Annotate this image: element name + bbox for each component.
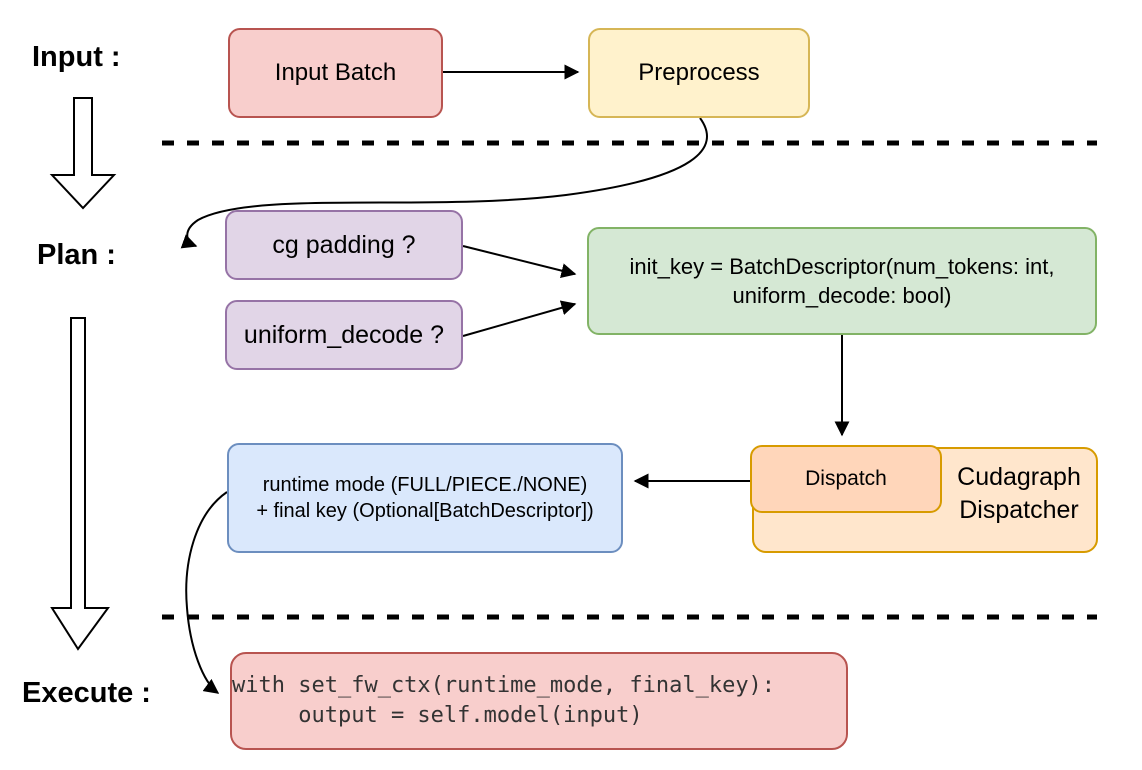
execute-code-line1: with set_fw_ctx(runtime_mode, final_key)…	[232, 673, 776, 698]
stage-label-input: Input :	[32, 41, 121, 73]
connector-uniform-decode-to-init-key	[462, 300, 577, 337]
node-preprocess-label: Preprocess	[638, 59, 760, 87]
node-uniform-decode: uniform_decode ?	[225, 300, 463, 370]
node-execute-code: with set_fw_ctx(runtime_mode, final_key)…	[230, 652, 848, 750]
node-init-key: init_key = BatchDescriptor(num_tokens: i…	[587, 227, 1097, 335]
node-runtime-mode-line2: + final key (Optional[BatchDescriptor])	[256, 500, 594, 522]
node-input-batch-label: Input Batch	[274, 59, 397, 87]
stage-arrow-plan-to-execute	[50, 317, 110, 651]
node-cudagraph-dispatcher-label: Cudagraph Dispatcher	[940, 461, 1098, 526]
node-cg-padding-label: cg padding ?	[272, 230, 416, 259]
cudagraph-label-line2: Dispatcher	[959, 495, 1079, 524]
node-input-batch: Input Batch	[228, 28, 443, 118]
stage-label-plan: Plan :	[37, 239, 116, 271]
node-uniform-decode-label: uniform_decode ?	[243, 320, 445, 349]
node-init-key-line1: init_key = BatchDescriptor(num_tokens: i…	[629, 253, 1055, 279]
cudagraph-label-line1: Cudagraph	[957, 463, 1081, 491]
connector-runtime-mode-to-execute-code	[185, 491, 228, 694]
stage-arrow-input-to-plan	[49, 97, 117, 210]
node-init-key-line2: uniform_decode: bool)	[732, 283, 952, 308]
connector-cg-padding-to-init-key	[462, 245, 577, 278]
node-preprocess: Preprocess	[588, 28, 810, 118]
stage-label-execute: Execute :	[22, 677, 151, 709]
node-cg-padding: cg padding ?	[225, 210, 463, 280]
node-runtime-mode-line1: runtime mode (FULL/PIECE./NONE)	[262, 473, 588, 496]
node-dispatch: Dispatch	[750, 445, 942, 513]
node-runtime-mode: runtime mode (FULL/PIECE./NONE) + final …	[227, 443, 623, 553]
execute-code-line2: output = self.model(input)	[232, 703, 643, 728]
node-dispatch-label: Dispatch	[805, 467, 887, 491]
